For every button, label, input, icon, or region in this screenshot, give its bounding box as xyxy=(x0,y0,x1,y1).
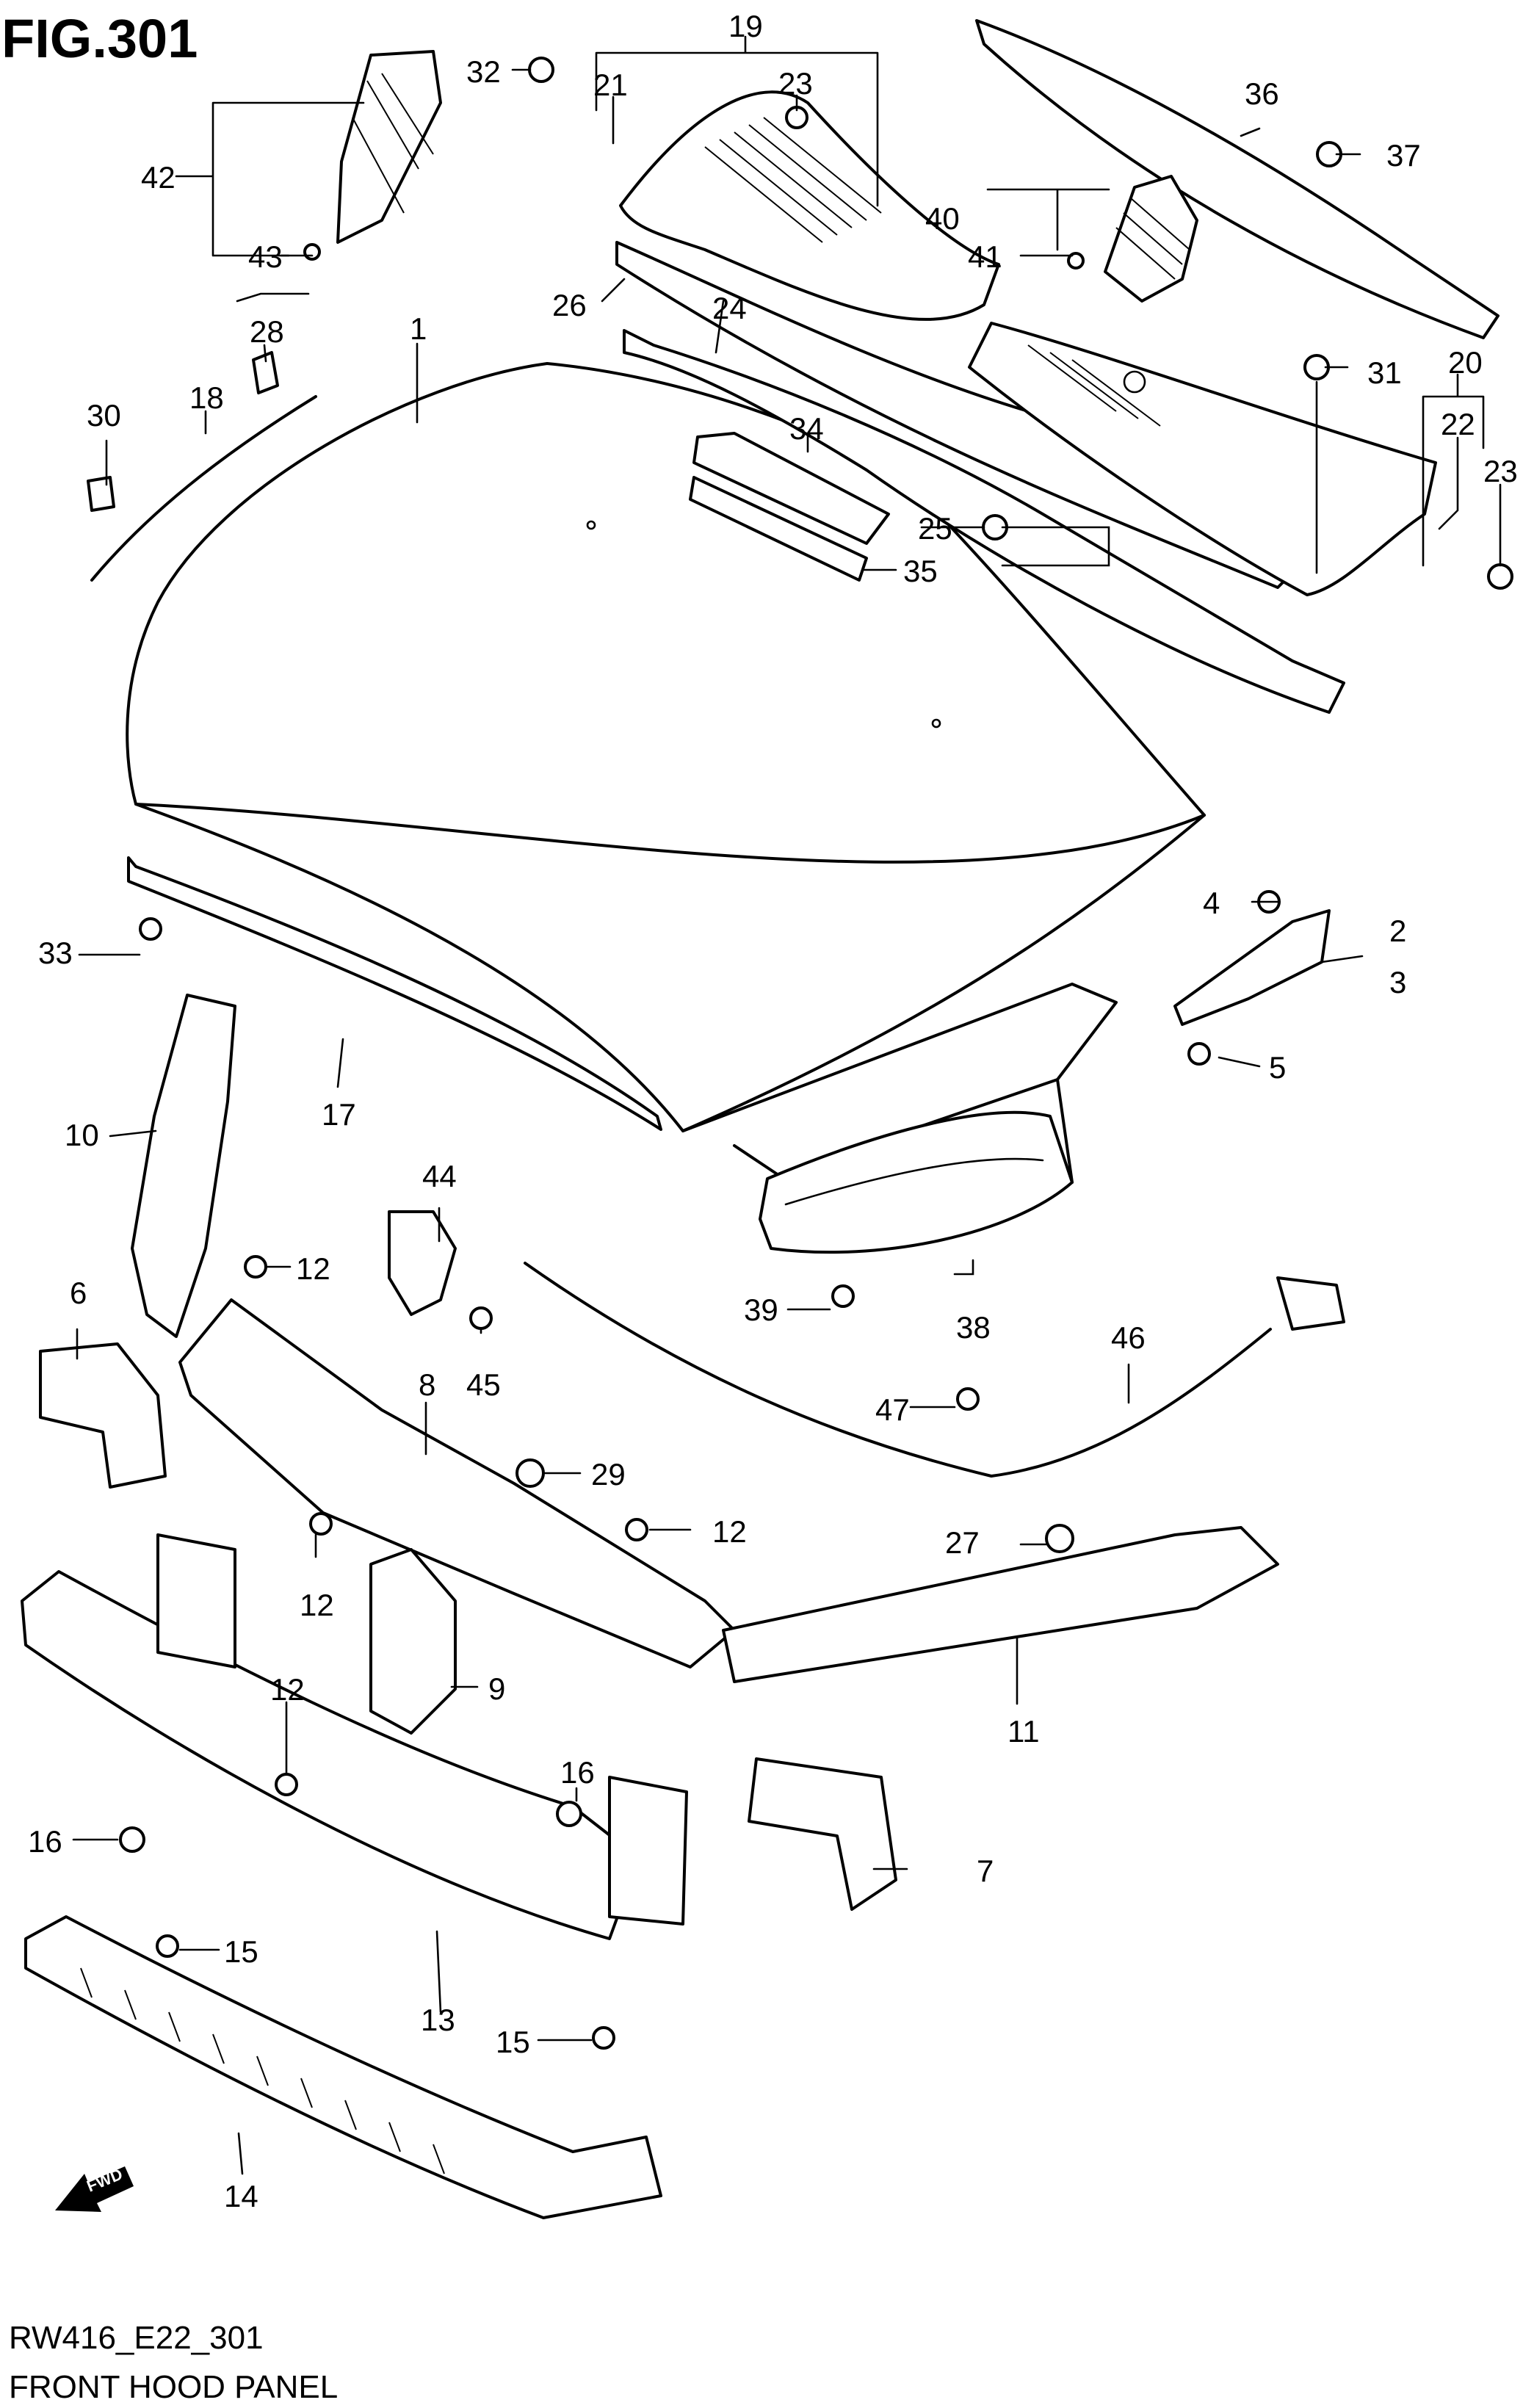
callout-29: 29 xyxy=(591,1457,626,1492)
callout-15-b: 15 xyxy=(496,2025,530,2059)
callout-38: 38 xyxy=(956,1310,991,1345)
callout-8: 8 xyxy=(419,1367,435,1402)
callout-28: 28 xyxy=(250,314,284,349)
callout-40: 40 xyxy=(925,201,960,236)
callout-32: 32 xyxy=(466,54,501,89)
callout-45: 45 xyxy=(466,1367,501,1402)
callout-10: 10 xyxy=(65,1118,99,1152)
callout-14: 14 xyxy=(224,2179,258,2213)
callout-1: 1 xyxy=(410,311,427,346)
callout-7: 7 xyxy=(977,1854,994,1888)
callout-12-b: 12 xyxy=(712,1514,747,1549)
cowl-right-panel xyxy=(968,322,1437,596)
cowl-top-panel xyxy=(615,90,1294,589)
callout-23-a: 23 xyxy=(778,66,813,101)
callout-19: 19 xyxy=(728,9,763,43)
side-bracket-left xyxy=(39,1342,167,1489)
callout-18: 18 xyxy=(189,380,224,415)
callout-9: 9 xyxy=(488,1671,505,1706)
callout-16-b: 16 xyxy=(560,1755,595,1790)
callout-27: 27 xyxy=(945,1525,980,1560)
hood-lock xyxy=(388,1210,457,1316)
callout-31: 31 xyxy=(1367,355,1402,390)
callout-41: 41 xyxy=(968,239,1002,274)
figure-title: FIG.301 xyxy=(1,8,198,69)
callout-labels: 1 2 3 4 5 6 7 8 9 10 11 12 12 12 12 13 1… xyxy=(28,9,1518,2213)
cowl-bracket-lower xyxy=(689,476,868,582)
callout-23-b: 23 xyxy=(1483,454,1518,488)
callout-44: 44 xyxy=(422,1159,457,1193)
callout-47: 47 xyxy=(875,1392,910,1427)
upper-support-member xyxy=(178,1298,736,1668)
callout-12-a: 12 xyxy=(296,1251,330,1286)
cowl-seal xyxy=(975,19,1500,339)
radiator-support-side-left xyxy=(131,994,236,1338)
callout-15-a: 15 xyxy=(224,1934,258,1969)
callout-17: 17 xyxy=(322,1097,356,1132)
callout-13: 13 xyxy=(421,2003,455,2037)
callout-12-c: 12 xyxy=(300,1588,334,1622)
callout-16-a: 16 xyxy=(28,1824,62,1859)
callout-26: 26 xyxy=(552,288,587,322)
callout-6: 6 xyxy=(70,1276,87,1310)
callout-25: 25 xyxy=(918,511,952,546)
callout-5: 5 xyxy=(1269,1050,1286,1085)
hood-insulator xyxy=(759,1110,1074,1254)
callout-39: 39 xyxy=(744,1292,778,1327)
cowl-louver-left xyxy=(336,50,442,244)
callout-12-d: 12 xyxy=(270,1672,305,1707)
callout-43: 43 xyxy=(248,239,283,274)
diagram-name: FRONT HOOD PANEL xyxy=(9,2369,338,2405)
cowl-louver-right xyxy=(1104,175,1198,303)
callout-2: 2 xyxy=(1389,914,1406,948)
side-bracket-right xyxy=(748,1757,897,1911)
callout-20: 20 xyxy=(1448,345,1483,380)
callout-42: 42 xyxy=(141,160,176,195)
callout-4: 4 xyxy=(1203,886,1220,920)
lower-absorber xyxy=(24,1915,662,2219)
hood-seal-strip xyxy=(127,856,662,1131)
fwd-arrow-icon: FWD xyxy=(55,2165,134,2212)
callout-33: 33 xyxy=(38,936,73,970)
bumper-reinforcement xyxy=(21,1533,688,1940)
center-brace xyxy=(369,1548,457,1735)
callout-11: 11 xyxy=(1008,1714,1040,1749)
hood-stay-rod xyxy=(87,351,317,582)
cowl-bracket xyxy=(692,432,890,545)
callout-46: 46 xyxy=(1111,1320,1146,1355)
callout-37: 37 xyxy=(1386,138,1421,173)
hood-release-cable xyxy=(524,1262,1345,1478)
hood-hinge xyxy=(1173,909,1331,1026)
callout-24: 24 xyxy=(712,291,747,325)
diagram-code: RW416_E22_301 xyxy=(9,2320,264,2356)
callout-30: 30 xyxy=(87,398,121,433)
callout-21: 21 xyxy=(593,68,628,102)
callout-34: 34 xyxy=(789,411,824,446)
callout-36: 36 xyxy=(1245,76,1279,111)
leader-lines xyxy=(72,35,1502,2175)
callout-3: 3 xyxy=(1389,965,1406,999)
right-support-member xyxy=(722,1526,1279,1683)
callout-22: 22 xyxy=(1441,407,1475,441)
callout-35: 35 xyxy=(903,554,938,588)
